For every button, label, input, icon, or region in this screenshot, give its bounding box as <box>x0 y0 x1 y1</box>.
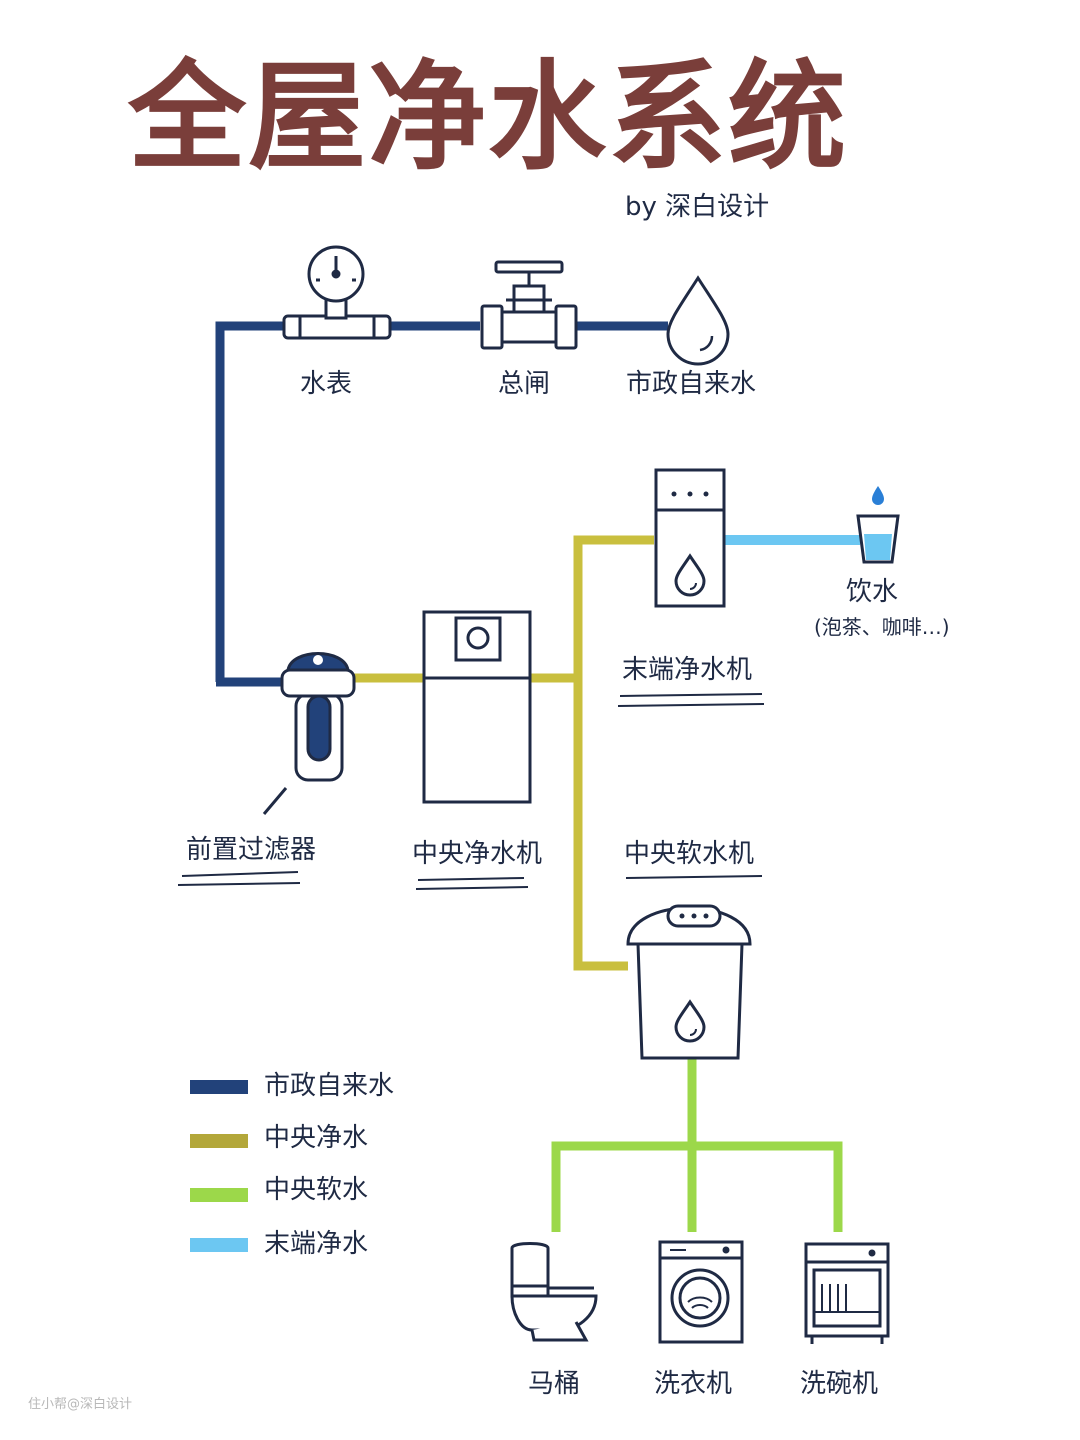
water-meter-label: 水表 <box>300 369 352 399</box>
washing-machine-icon <box>658 1240 744 1344</box>
central-purifier-icon <box>422 610 532 804</box>
watermark: 住小帮@深白设计 <box>28 1396 132 1412</box>
water-drop-icon <box>666 275 730 366</box>
drinking-label: 饮水 <box>846 577 898 607</box>
legend: 市政自来水 中央净水 中央软水 末端净水 <box>190 1071 394 1259</box>
dishwasher-icon <box>804 1242 890 1344</box>
water-meter-icon <box>282 245 392 340</box>
legend-label-central-soft: 中央软水 <box>264 1175 368 1205</box>
legend-label-terminal: 末端净水 <box>264 1229 368 1259</box>
toilet-label: 马桶 <box>528 1369 580 1399</box>
main-valve-icon <box>480 260 578 350</box>
main-valve-label: 总闸 <box>498 369 550 399</box>
pre-filter-pointer <box>262 787 288 815</box>
pre-filter-label: 前置过滤器 <box>186 835 316 865</box>
drinking-cup-icon <box>856 486 900 564</box>
legend-swatch-municipal <box>190 1080 248 1094</box>
byline: by 深白设计 <box>625 192 769 222</box>
legend-swatch-terminal <box>190 1238 248 1252</box>
central-purified-pipe <box>354 535 654 971</box>
terminal-purifier-indicator-dots <box>671 491 709 497</box>
legend-swatch-central-purified <box>190 1134 248 1148</box>
municipal-source-label: 市政自来水 <box>626 369 756 399</box>
legend-label-municipal: 市政自来水 <box>264 1071 394 1101</box>
terminal-purifier-label: 末端净水机 <box>622 655 752 685</box>
softener-icon <box>626 904 752 1060</box>
central-soft-pipe <box>551 1058 843 1232</box>
central-purifier-label: 中央净水机 <box>412 839 542 869</box>
drinking-note: (泡茶、咖啡…) <box>814 615 950 639</box>
legend-label-central-purified: 中央净水 <box>264 1123 368 1153</box>
softener-label: 中央软水机 <box>624 839 754 869</box>
dishwasher-label: 洗碗机 <box>800 1369 878 1399</box>
softener-indicator-dots <box>679 913 709 919</box>
page-title: 全屋净水系统 <box>127 48 848 186</box>
municipal-pipe <box>215 321 668 687</box>
legend-swatch-central-soft <box>190 1188 248 1202</box>
pre-filter-icon <box>280 652 356 782</box>
toilet-icon <box>510 1242 598 1342</box>
washing-machine-label: 洗衣机 <box>654 1369 732 1399</box>
terminal-purifier-icon <box>654 468 726 608</box>
